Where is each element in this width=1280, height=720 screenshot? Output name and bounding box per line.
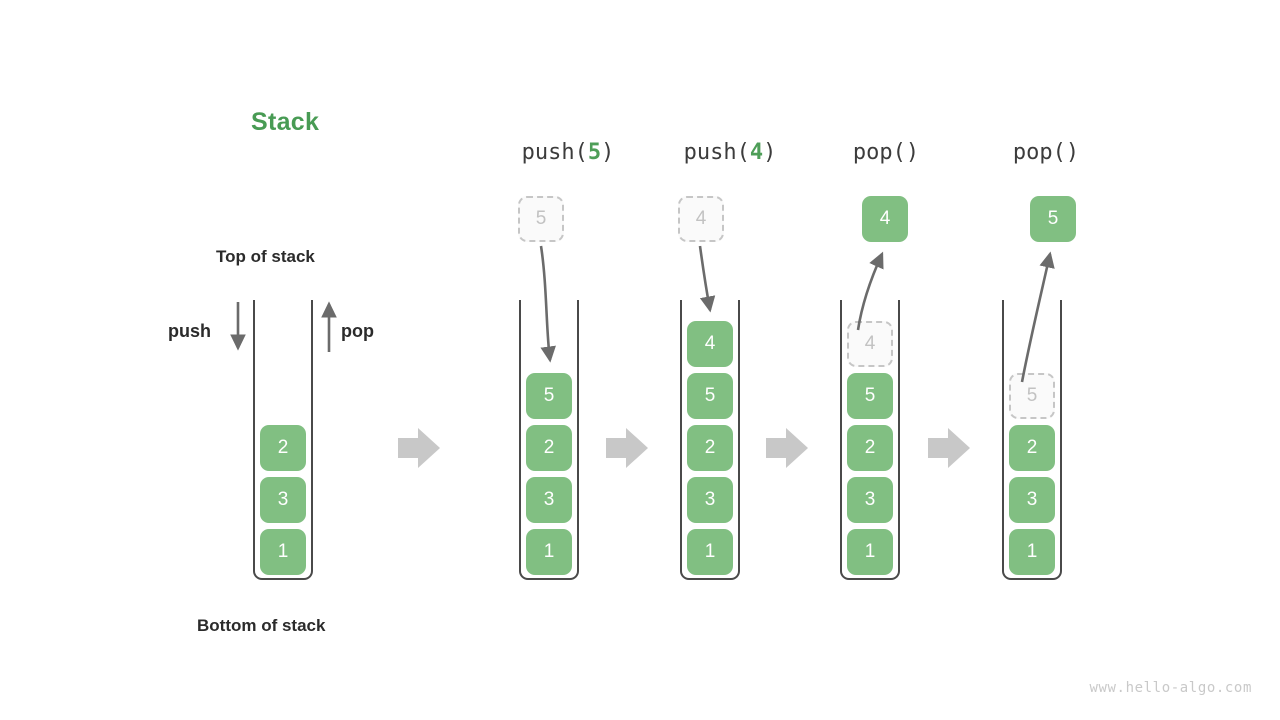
incoming-element-ghost: 4 [678,196,724,242]
caption-text-suffix: ) [763,140,777,165]
step-transition-arrow [928,428,970,468]
stack-cell-ghost: 4 [847,321,893,367]
stack-cell: 2 [687,425,733,471]
stack-cell: 2 [847,425,893,471]
operation-caption-pop-2: pop() [1012,140,1080,165]
operation-caption-pop-1: pop() [852,140,920,165]
stack-cell: 3 [687,477,733,523]
watermark: www.hello-algo.com [1089,680,1252,696]
step-transition-arrow [398,428,440,468]
top-of-stack-label: Top of stack [216,247,315,266]
stack-container-push-4 [680,300,740,580]
caption-text-suffix: ) [601,140,615,165]
stack-cell: 1 [687,529,733,575]
popped-element: 5 [1030,196,1076,242]
stack-container-pop-1 [840,300,900,580]
stack-cell: 3 [526,477,572,523]
stack-cell: 4 [687,321,733,367]
stack-cell: 2 [1009,425,1055,471]
operation-caption-push-4: push(4) [680,140,780,165]
stack-cell: 3 [847,477,893,523]
caption-text-prefix: push( [683,140,750,165]
pop-label: pop [341,321,374,341]
stack-cell: 2 [260,425,306,471]
stack-cell: 1 [526,529,572,575]
stack-cell: 1 [1009,529,1055,575]
stack-container-pop-2 [1002,300,1062,580]
stack-cell: 5 [847,373,893,419]
page-title: Stack [251,108,320,136]
step-transition-arrow [606,428,648,468]
caption-arg: 4 [749,140,764,165]
stack-container-initial [253,300,313,580]
push-label: push [168,321,211,341]
stack-cell: 5 [687,373,733,419]
bottom-of-stack-label: Bottom of stack [197,616,326,635]
stack-cell: 3 [260,477,306,523]
stack-cell: 1 [260,529,306,575]
caption-text-prefix: push( [521,140,588,165]
stack-cell: 2 [526,425,572,471]
popped-element: 4 [862,196,908,242]
stack-cell-ghost: 5 [1009,373,1055,419]
stack-cell: 5 [526,373,572,419]
stack-cell: 3 [1009,477,1055,523]
operation-caption-push-5: push(5) [518,140,618,165]
caption-arg: 5 [587,140,602,165]
step-transition-arrow [766,428,808,468]
incoming-element-ghost: 5 [518,196,564,242]
stack-container-push-5 [519,300,579,580]
stack-cell: 1 [847,529,893,575]
